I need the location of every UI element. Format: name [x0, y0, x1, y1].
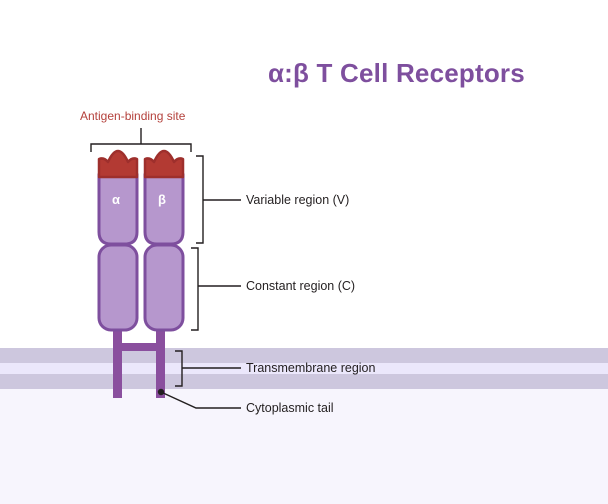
variable-region-bracket: [196, 155, 241, 244]
alpha-variable-domain: [97, 173, 139, 246]
cytoplasmic-tail-label: Cytoplasmic tail: [246, 401, 334, 415]
cytoplasmic-tail-leader-line: [160, 391, 241, 409]
antigen-binding-site-label: Antigen-binding site: [80, 109, 186, 123]
variable-region-label: Variable region (V): [246, 193, 350, 207]
alpha-constant-domain: [97, 243, 139, 332]
constant-region-bracket: [191, 247, 241, 331]
beta-chain-letter: β: [158, 192, 166, 207]
disulfide-bond-bar: [113, 343, 165, 351]
beta-variable-domain: [143, 173, 185, 246]
alpha-antigen-binding-cap: [97, 149, 139, 179]
page-title: α:β T Cell Receptors: [268, 58, 525, 88]
cytoplasmic-tail-leader: [157, 388, 241, 409]
membrane-outer-leaflet: [0, 348, 608, 363]
membrane-core: [0, 363, 608, 374]
variable-region-domains: [97, 173, 185, 246]
alpha-chain-letter: α: [112, 192, 120, 207]
membrane-inner-leaflet: [0, 374, 608, 389]
beta-antigen-binding-cap: [143, 149, 185, 179]
transmembrane-region-bracket: [175, 350, 241, 387]
antigen-binding-caps: [97, 149, 185, 179]
transmembrane-region-label: Transmembrane region: [246, 361, 376, 375]
alpha-tail-stalk: [113, 326, 122, 398]
beta-constant-domain: [143, 243, 185, 332]
constant-region-domains: [97, 243, 185, 332]
antigen-binding-site-bracket: [90, 128, 192, 152]
transmembrane-and-tails: [113, 326, 165, 398]
beta-tail-stalk: [156, 326, 165, 398]
constant-region-label: Constant region (C): [246, 279, 356, 293]
